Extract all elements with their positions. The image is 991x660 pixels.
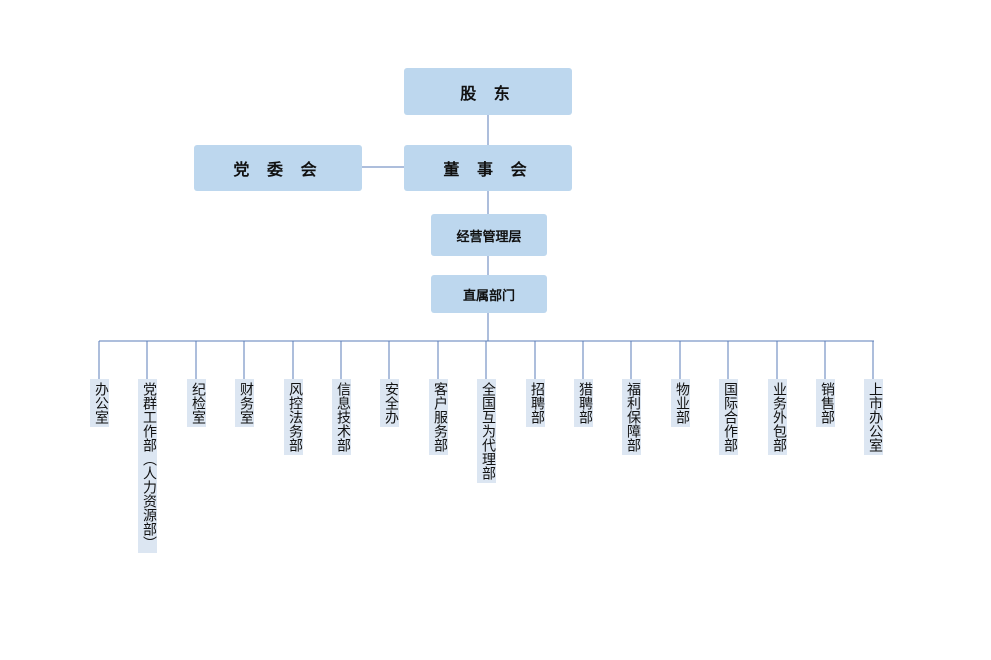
department-box: 福利保障部: [622, 379, 641, 455]
department-box: 销售部: [816, 379, 835, 427]
department-box: 信息技术部: [332, 379, 351, 455]
party-committee-label: 党 委 会: [233, 160, 323, 179]
department-box: 安全办: [380, 379, 399, 427]
shareholders-box: 股 东: [404, 68, 572, 115]
department-box: 财务室: [235, 379, 254, 427]
management-box: 经营管理层: [431, 214, 547, 256]
direct-departments-label: 直属部门: [462, 288, 515, 304]
department-drop-lines: [98, 341, 874, 379]
department-box: 猎聘部: [574, 379, 593, 427]
party-committee-box: 党 委 会: [194, 145, 362, 191]
management-label: 经营管理层: [456, 229, 522, 245]
department-box: 国际合作部: [719, 379, 738, 455]
direct-departments-box: 直属部门: [431, 275, 547, 313]
department-box: 全国互为代理部: [477, 379, 496, 483]
department-box: 招聘部: [526, 379, 545, 427]
department-box: 风控法务部: [284, 379, 303, 455]
board-box: 董 事 会: [404, 145, 572, 191]
shareholders-label: 股 东: [460, 83, 516, 103]
department-box: 党群工作部（人力资源部）: [138, 379, 157, 553]
department-box: 办公室: [90, 379, 109, 427]
department-box: 物业部: [671, 379, 690, 427]
department-box: 纪检室: [187, 379, 206, 427]
department-box: 上市办公室: [864, 379, 883, 455]
board-label: 董 事 会: [443, 160, 533, 179]
department-box: 业务外包部: [768, 379, 787, 455]
department-box: 客户服务部: [429, 379, 448, 455]
